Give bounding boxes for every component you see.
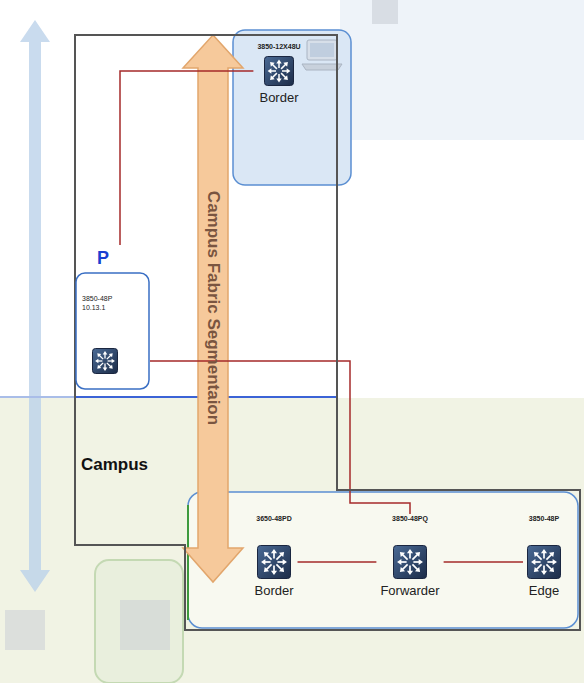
model-number: 3850-48P — [82, 294, 150, 303]
campus-region: Campus3850-12X48UBorderP3850-48P10.13.13… — [75, 35, 580, 630]
separator-line — [0, 396, 75, 398]
segmentation-arrow — [183, 35, 243, 582]
faded-region — [95, 560, 183, 683]
region-label: Campus — [81, 455, 148, 475]
router-box: P 3850-48P10.13.1 — [75, 245, 150, 390]
ip-address: 10.13.1 — [82, 303, 150, 312]
switch-icon — [527, 545, 561, 579]
network-link — [120, 71, 253, 245]
box-heading: P — [97, 245, 150, 272]
network-link — [298, 561, 377, 563]
faded-region — [340, 0, 584, 140]
device-name: Border — [259, 90, 298, 105]
model-number: 3850-12X48U — [257, 42, 300, 51]
faded-device — [5, 610, 45, 650]
switch-node: 3850-48P Edge — [523, 514, 565, 598]
switch-node: 3650-48PD Border — [250, 514, 297, 598]
device-group — [188, 492, 578, 628]
model-number: 3650-48PD — [256, 514, 291, 523]
device-name: Forwarder — [380, 583, 439, 598]
switch-node: 3850-48PQ Forwarder — [376, 514, 443, 598]
arrow-label: Campus Fabric Segmentaion — [203, 191, 223, 425]
switch-icon — [257, 545, 291, 579]
switch-icon — [393, 545, 427, 579]
model-number: 3850-48P — [529, 514, 559, 523]
region-outline — [75, 35, 580, 630]
site-region — [233, 30, 351, 185]
device-name: Edge — [529, 583, 559, 598]
network-link — [150, 361, 410, 514]
campus-ground — [0, 398, 584, 683]
faded-arrow — [20, 20, 50, 592]
network-link — [444, 561, 523, 563]
group-edge — [187, 505, 189, 620]
faded-device — [120, 600, 170, 650]
faded-device — [372, 0, 398, 24]
switch-node: 3850-12X48U Border — [253, 42, 304, 105]
switch-icon — [92, 348, 118, 374]
device-name: Border — [254, 583, 293, 598]
model-number: 3850-48PQ — [392, 514, 428, 523]
switch-icon — [264, 56, 294, 86]
